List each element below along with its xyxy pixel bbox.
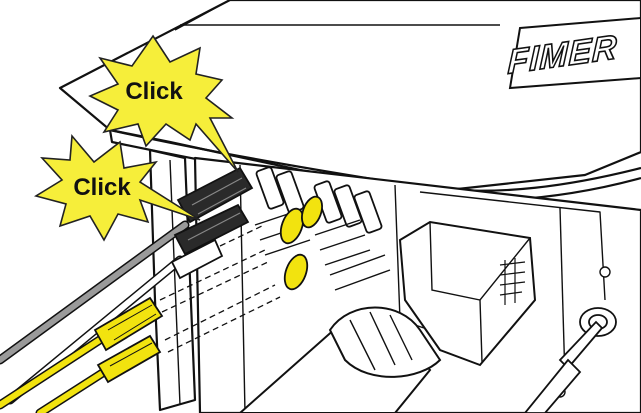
connector-plug-icon bbox=[255, 166, 383, 234]
brand-logo-text: FIMER bbox=[507, 28, 618, 82]
connector-plug-icon bbox=[170, 166, 254, 280]
yellow-cap-lower bbox=[283, 253, 309, 291]
pv-cables bbox=[0, 220, 190, 413]
click-callout-bottom: Click bbox=[33, 134, 201, 242]
cap-plug-icon bbox=[279, 195, 323, 291]
click-label-bottom: Click bbox=[73, 174, 131, 201]
yellow-cap-mid bbox=[301, 195, 323, 229]
click-burst-icon bbox=[88, 34, 239, 173]
communication-plug bbox=[398, 220, 537, 367]
click-callout-top: Click bbox=[88, 34, 239, 173]
yellow-cap-upper bbox=[279, 207, 305, 245]
mc4-connector-yellow-upper bbox=[93, 296, 164, 352]
cable-gland-icon bbox=[238, 306, 442, 413]
mc4-connector-second bbox=[173, 203, 250, 256]
insertion-guide-lines bbox=[159, 225, 281, 353]
click-label-top: Click bbox=[125, 78, 183, 105]
mc4-connector-white bbox=[170, 238, 224, 280]
connector-plug-icon bbox=[93, 296, 164, 384]
right-cable-gland bbox=[523, 307, 617, 413]
dc-input-connectors bbox=[254, 166, 391, 291]
brand-plate: FIMER bbox=[506, 16, 641, 90]
click-burst-icon bbox=[33, 134, 201, 242]
